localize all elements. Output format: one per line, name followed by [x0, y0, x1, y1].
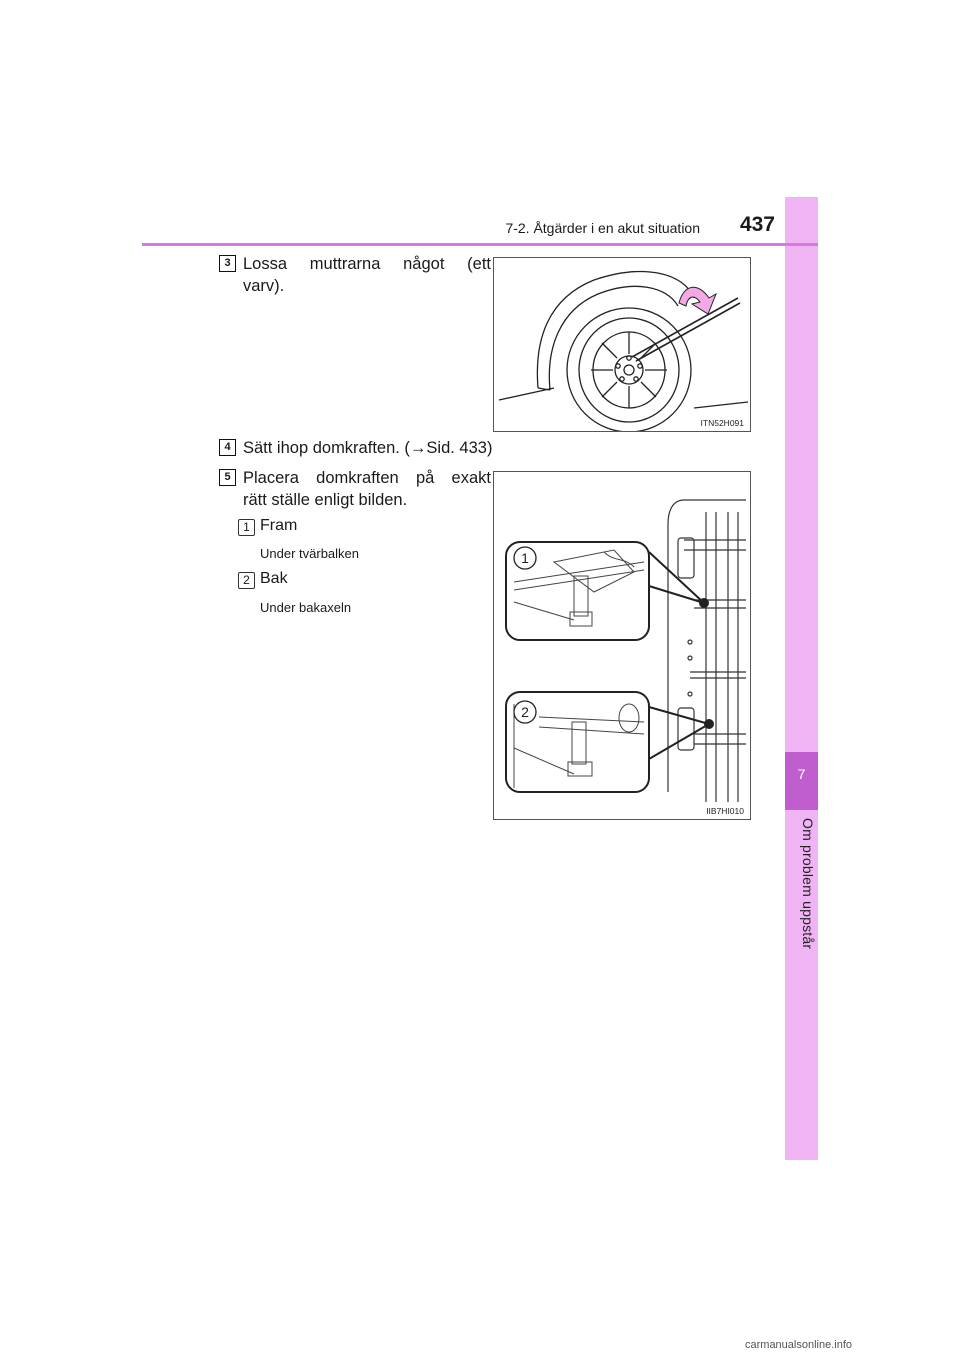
location-number-2: 2: [238, 572, 255, 589]
jack-point-figure: 1 2 IIB7HI010: [493, 471, 751, 820]
page-number: 437: [739, 213, 775, 236]
jack-callout-2: 2: [521, 704, 529, 720]
location-label-rear: Bak: [260, 570, 288, 587]
step-3-line-2: varv).: [243, 277, 285, 295]
location-note-rear: Under bakaxeln: [260, 600, 352, 615]
location-label-front: Fram: [260, 517, 298, 534]
wheel-nut-illustration: [498, 270, 749, 431]
jack-figure-code: IIB7HI010: [706, 806, 744, 816]
location-note-front: Under tvärbalken: [260, 546, 359, 561]
step-badge-4: 4: [219, 439, 236, 456]
wheel-nut-figure: ITN52H091: [493, 257, 751, 432]
step-3-text: Lossa muttrarna något (ett varv).: [243, 253, 491, 297]
chapter-tab-active-marker: [785, 752, 818, 810]
step-5-text: Placera domkraften på exakt rätt ställe …: [243, 467, 491, 511]
wheel-figure-code: ITN52H091: [700, 418, 744, 428]
step-badge-5: 5: [219, 469, 236, 486]
header-rule: [142, 243, 818, 246]
jack-point-illustration: 1 2: [505, 499, 746, 802]
section-title: 7-2. Åtgärder i en akut situation: [505, 220, 700, 236]
chapter-title: Om problem uppstår: [800, 818, 816, 950]
chapter-side-tab: [785, 197, 818, 1160]
step-5-line-2: rätt ställe enligt bilden.: [243, 491, 408, 509]
step-5-line-1: Placera domkraften på exakt: [243, 469, 491, 487]
step-badge-3: 3: [219, 255, 236, 272]
jack-callout-1: 1: [521, 550, 529, 566]
location-number-1: 1: [238, 519, 255, 536]
step-3-line-1: Lossa muttrarna något (ett: [243, 255, 491, 273]
chapter-number: 7: [797, 766, 806, 782]
watermark: carmanualsonline.info: [745, 1339, 853, 1351]
step-4-text: Sätt ihop domkraften. (→Sid. 433): [243, 439, 493, 457]
